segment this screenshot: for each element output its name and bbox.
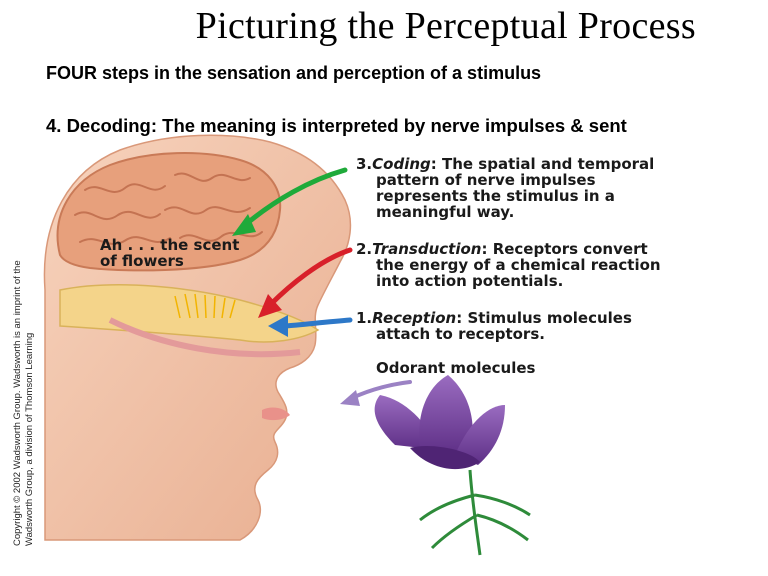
- brain: [56, 152, 282, 272]
- coding-line-3: represents the stimulus in a: [376, 187, 615, 205]
- reception-line-2: attach to receptors.: [376, 325, 545, 343]
- coding-term: Coding: [372, 155, 431, 173]
- coding-line-1: : The spatial and temporal: [430, 155, 655, 173]
- odorant-label: Odorant molecules: [376, 359, 536, 377]
- flower-base: [410, 445, 480, 470]
- lips: [262, 407, 290, 421]
- transduction-term: Transduction: [372, 240, 482, 258]
- olfactory-receptors: [174, 293, 236, 319]
- reception-line-1: : Stimulus molecules: [456, 309, 632, 327]
- reception-label: 1.Reception: Stimulus molecules attach t…: [356, 310, 632, 342]
- flower-petal-center: [419, 375, 473, 455]
- transduction-line-1: : Receptors convert: [481, 240, 648, 258]
- arrow-reception-head: [268, 315, 288, 337]
- flower-stem: [419, 469, 531, 556]
- slide-subtitle: FOUR steps in the sensation and percepti…: [46, 63, 542, 83]
- step-4-decoding: 4. Decoding: The meaning is interpreted …: [46, 115, 627, 136]
- brain-label: Ah . . . the scent of flowers: [100, 237, 239, 269]
- brain-label-line-1: Ah . . . the scent: [100, 236, 240, 254]
- transduction-num: 2.: [356, 240, 373, 258]
- slide-title: Picturing the Perceptual Process: [195, 5, 696, 47]
- coding-label: 3.Coding: The spatial and temporal patte…: [356, 156, 654, 220]
- arrow-reception: [282, 317, 353, 329]
- coding-line-4: meaningful way.: [376, 203, 515, 221]
- flower-petal-right: [455, 405, 505, 465]
- transduction-line-3: into action potentials.: [376, 272, 564, 290]
- arrow-odorant-head: [340, 390, 360, 406]
- reception-num: 1.: [356, 309, 373, 327]
- brain-label-line-2: of flowers: [100, 252, 184, 270]
- arrow-coding: [242, 167, 348, 228]
- transduction-label: 2.Transduction: Receptors convert the en…: [356, 241, 661, 289]
- arrow-transduction: [267, 247, 353, 308]
- transduction-line-2: the energy of a chemical reaction: [376, 256, 661, 274]
- coding-line-2: pattern of nerve impulses: [376, 171, 596, 189]
- coding-num: 3.: [356, 155, 373, 173]
- reception-term: Reception: [372, 309, 457, 327]
- brain-folds: [74, 172, 263, 245]
- arrow-coding-head: [232, 214, 256, 236]
- arrow-transduction-head: [258, 294, 282, 318]
- flower: [374, 375, 531, 556]
